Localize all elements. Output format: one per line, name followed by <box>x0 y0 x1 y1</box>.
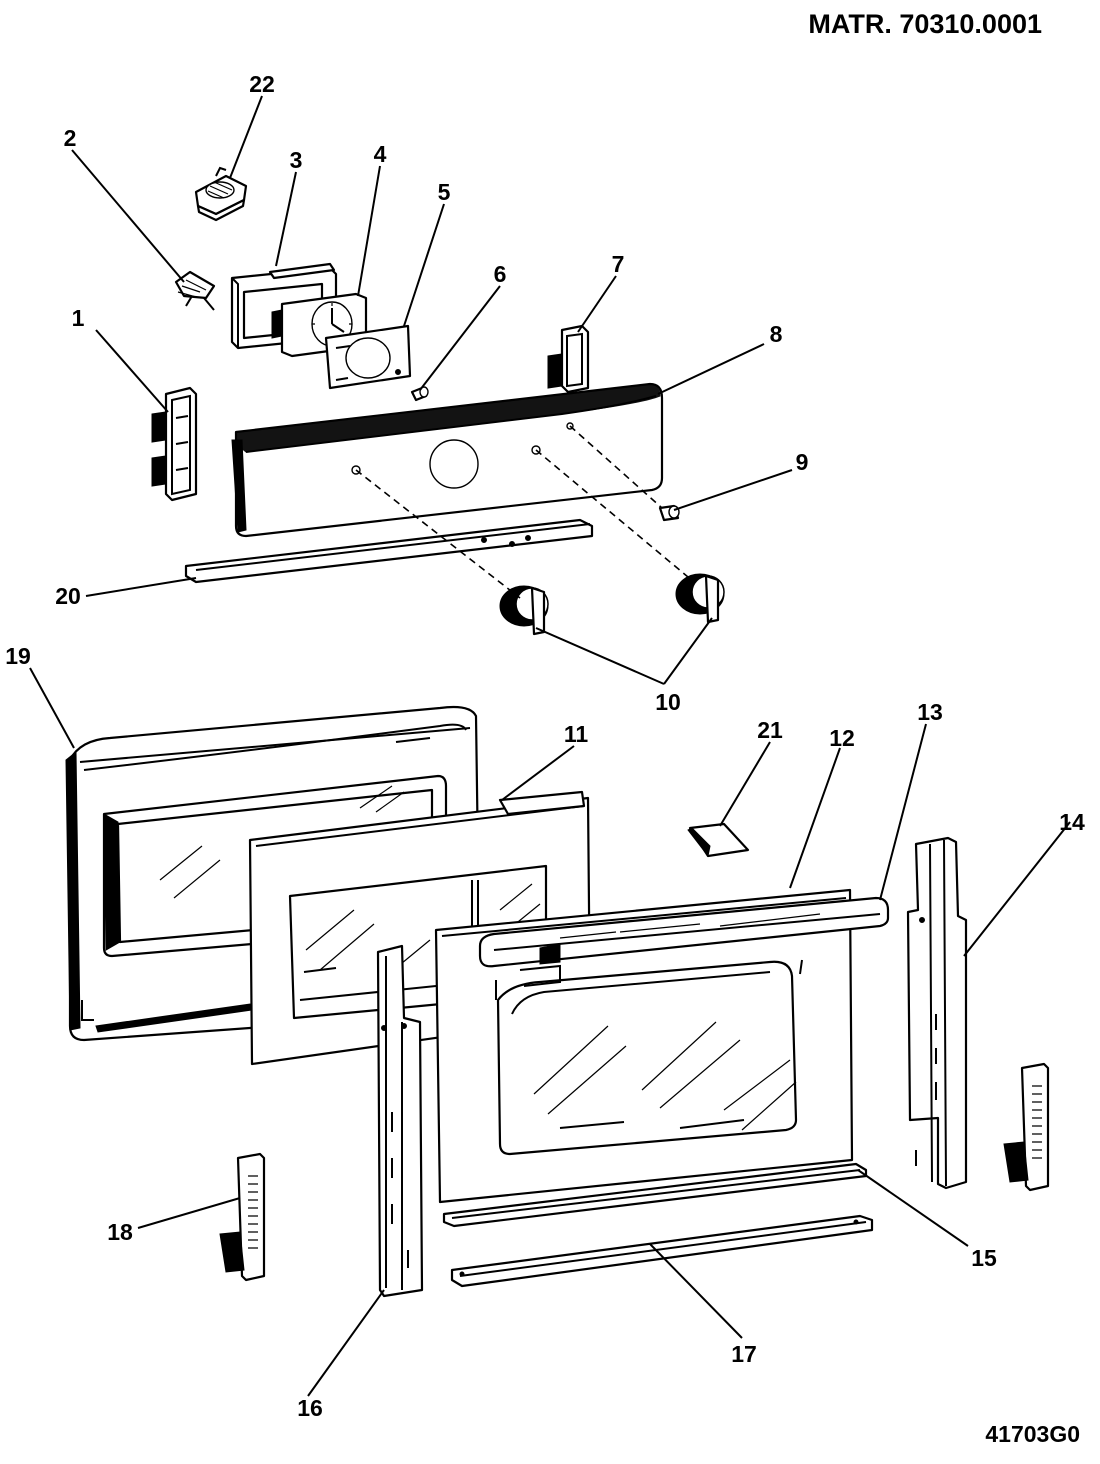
callout-12: 12 <box>829 725 855 751</box>
part-22-timer-motor <box>194 166 248 222</box>
alignment-line-knob-right <box>535 449 695 583</box>
alignment-line-screw <box>569 425 663 509</box>
callout-5: 5 <box>438 179 451 205</box>
callout-17: 17 <box>731 1341 757 1367</box>
part-9-screw <box>658 504 680 522</box>
callout-18: 18 <box>107 1219 133 1245</box>
part-8-control-panel <box>231 382 664 538</box>
drawing-code: 41703G0 <box>985 1421 1080 1447</box>
callout-22: 22 <box>249 71 275 97</box>
part-7-right-bracket <box>547 324 590 394</box>
part-2-clip <box>174 270 216 311</box>
alignment-line-knob-left <box>355 469 521 599</box>
part-16-left-strip <box>376 944 424 1298</box>
callout-16: 16 <box>297 1395 323 1421</box>
callout-4: 4 <box>374 141 387 167</box>
callout-7: 7 <box>612 251 625 277</box>
part-14-right-profile <box>906 836 968 1190</box>
part-21-wedge <box>687 822 750 858</box>
callout-14: 14 <box>1059 809 1085 835</box>
reference-number: MATR. 70310.0001 <box>808 9 1042 39</box>
part-17-bottom-rail <box>450 1214 874 1288</box>
part-10-knob-right <box>675 573 725 624</box>
part-6-pin <box>410 386 429 402</box>
callout-numbers: 22 2 3 4 5 6 7 8 9 1 20 10 19 11 21 12 1… <box>5 71 1085 1421</box>
callout-11: 11 <box>564 721 589 747</box>
callout-20: 20 <box>55 583 81 609</box>
part-18-hinge-left <box>219 1152 266 1282</box>
part-5-timer-panel <box>324 324 412 390</box>
callout-3: 3 <box>290 147 303 173</box>
leader-lines <box>29 95 1071 1397</box>
callout-15: 15 <box>971 1245 997 1271</box>
callout-6: 6 <box>494 261 507 287</box>
callout-10: 10 <box>655 689 681 715</box>
callout-13: 13 <box>917 699 943 725</box>
part-10-knob-left <box>499 585 549 636</box>
callout-9: 9 <box>796 449 809 475</box>
part-1-left-bracket <box>151 386 198 502</box>
callout-21: 21 <box>757 717 783 743</box>
part-20-lower-rail <box>184 518 594 584</box>
part-13-top-trim <box>478 896 890 987</box>
callout-8: 8 <box>770 321 783 347</box>
part-18-hinge-right <box>1003 1062 1050 1192</box>
callout-19: 19 <box>5 643 31 669</box>
callout-2: 2 <box>64 125 77 151</box>
callout-1: 1 <box>72 305 85 331</box>
